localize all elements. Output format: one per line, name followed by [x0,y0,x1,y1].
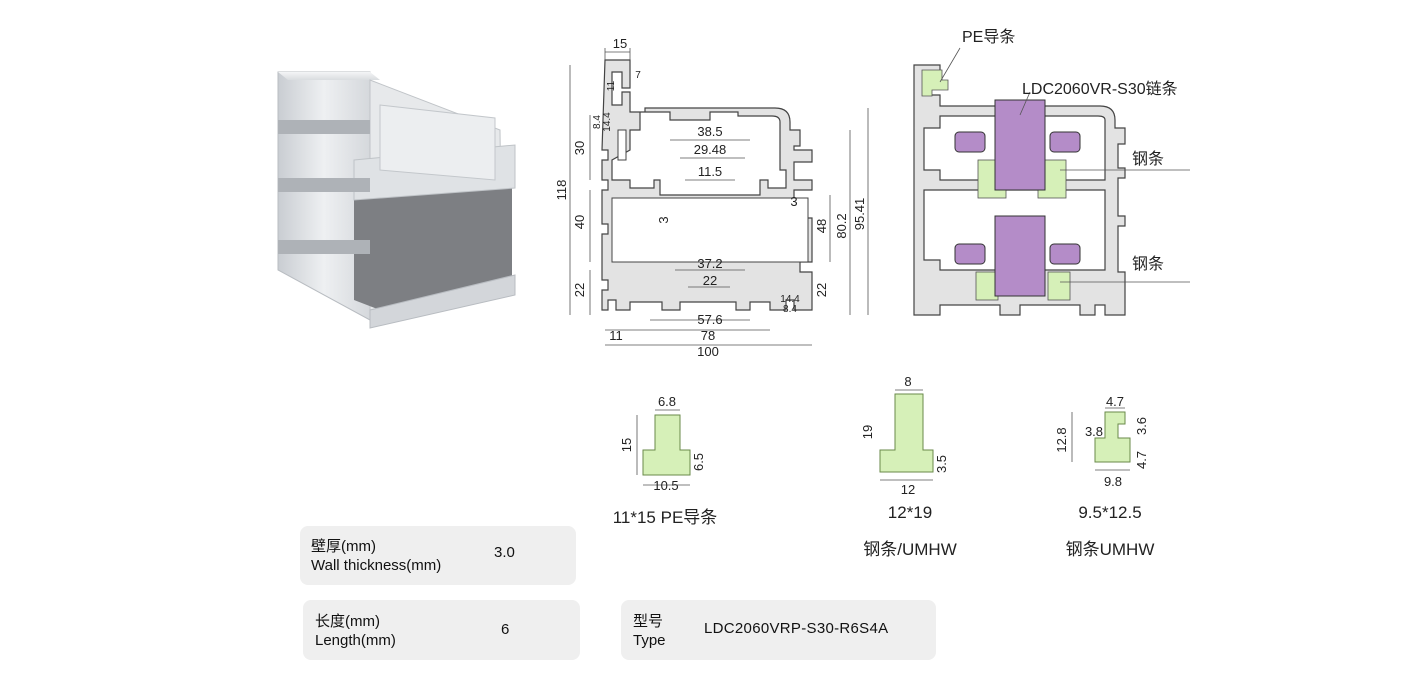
wall-label-en: Wall thickness(mm) [311,557,442,574]
profile-3d-render [277,71,516,329]
dim-bot-w3: 78 [701,328,715,343]
dim-tab-h2: 7 [635,70,641,81]
pe-strip-marker [921,69,949,97]
dim-inner-w2: 29.48 [694,142,727,157]
dim-bot-w1: 57.6 [697,312,722,327]
dim-right-low-h: 22 [814,283,829,297]
dim-lower-h: 22 [572,283,587,297]
strip-pe-drawing: 6.8 15 6.5 10.5 [619,394,706,493]
length-value: 6 [501,621,510,638]
dim-total-h: 118 [554,180,569,201]
steel-label-upper: 钢条 [1132,150,1164,168]
strip-pe-caption: 11*15 PE导条 [612,508,718,527]
dim-bot-w4: 100 [697,344,719,359]
type-value: LDC2060VRP-S30-R6S4A [704,620,889,637]
dim-tab-h1: 11 [606,80,617,91]
dim-right-h3: 95.41 [852,198,867,231]
assembly-drawing: PE导条 LDC2060VR-S30链条 钢条 钢条 [913,28,1190,316]
pe-top-dim: 6.8 [658,394,676,409]
wall-value: 3.0 [494,544,515,561]
steel1-step-dim: 3.5 [934,455,949,473]
steel2-inner-dim: 3.8 [1085,424,1103,439]
dim-bot-w2: 11 [609,328,623,343]
steel2-step-r-dim: 3.6 [1134,417,1149,435]
type-label-en: Type [633,632,666,649]
pe-strip-label: PE导条 [962,28,1015,46]
steel1-height-dim: 19 [860,425,875,439]
dim-br-slot-b: 8.4 [783,304,797,315]
type-label-cn: 型号 [633,613,664,630]
steel-label-lower: 钢条 [1132,255,1164,273]
dim-right-h1: 48 [814,219,829,233]
strip-steel1-caption-2: 钢条/UMHW [863,540,957,559]
steel2-height-dim: 12.8 [1054,427,1069,452]
pe-step-dim: 6.5 [691,453,706,471]
steel2-bottom-dim: 9.8 [1104,474,1122,489]
dim-slot-b: 14.4 [602,112,613,132]
dim-wall-l: 3 [656,216,671,223]
spec-card-length: 长度(mm) Length(mm) 6 [303,600,580,660]
strip-steel1-drawing: 8 19 3.5 12 [860,374,949,497]
dim-right-h2: 80.2 [834,213,849,238]
dim-lower-w1: 37.2 [697,256,722,271]
dim-slot-a: 8.4 [592,115,603,129]
dim-br-slot-a: 14.4 [780,294,800,305]
length-label-en: Length(mm) [315,632,396,649]
pe-bottom-dim: 10.5 [653,478,678,493]
chain-group [954,99,1081,297]
wall-label-cn: 壁厚(mm) [311,538,376,555]
strip-steel2-caption-1: 9.5*12.5 [1078,503,1142,522]
dim-inner-w1: 38.5 [697,124,722,139]
strip-steel2-drawing: 4.7 12.8 3.8 3.6 4.7 9.8 [1054,394,1149,489]
dim-inner-w3: 11.5 [698,164,722,179]
strip-steel1-caption-1: 12*19 [887,503,933,522]
profile-cross-section: 15 11 7 8.4 14.4 30 118 40 22 38.5 29.48… [554,36,869,359]
steel2-top-dim: 4.7 [1106,394,1124,409]
steel1-bottom-dim: 12 [901,482,915,497]
pe-height-dim: 15 [619,438,634,452]
dim-top-tab: 15 [613,36,627,51]
dim-lower-w2: 22 [703,273,717,288]
strip-steel2-caption-2: 钢条UMHW [1065,540,1155,559]
dim-mid-h: 40 [572,215,587,229]
steel1-top-dim: 8 [904,374,911,389]
steel2-step-r2-dim: 4.7 [1134,451,1149,469]
spec-card-wall: 壁厚(mm) Wall thickness(mm) 3.0 [300,526,576,585]
dim-upper-h: 30 [572,141,587,155]
chain-label: LDC2060VR-S30链条 [1022,80,1178,98]
length-label-cn: 长度(mm) [315,613,380,630]
dim-wall-r: 3 [790,194,797,209]
spec-card-type: 型号 Type LDC2060VRP-S30-R6S4A [621,600,936,660]
